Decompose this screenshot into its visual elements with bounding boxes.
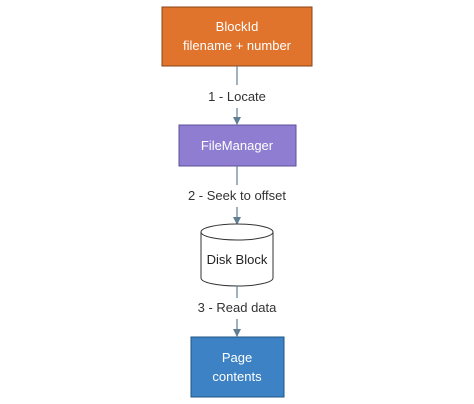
filemanager-box bbox=[178, 124, 297, 167]
diskblock-cylinder-top bbox=[200, 223, 274, 241]
edge-seek: 2 - Seek to offset bbox=[188, 166, 286, 225]
edge-read-label: 3 - Read data bbox=[198, 300, 278, 315]
diskblock-label: Disk Block bbox=[207, 252, 268, 267]
edge-locate-label: 1 - Locate bbox=[208, 89, 266, 104]
blockid-title: BlockId bbox=[216, 19, 259, 34]
blockid-subtitle: filename + number bbox=[183, 38, 292, 53]
filemanager-label: FileManager bbox=[201, 138, 274, 153]
edge-locate: 1 - Locate bbox=[208, 66, 266, 125]
edge-read: 3 - Read data bbox=[198, 286, 278, 337]
filemanager-node: FileManager bbox=[178, 124, 297, 167]
blockid-box bbox=[161, 6, 313, 67]
edge-seek-label: 2 - Seek to offset bbox=[188, 188, 286, 203]
blockid-node: BlockId filename + number bbox=[161, 6, 313, 67]
page-box bbox=[190, 336, 285, 398]
page-subtitle: contents bbox=[212, 369, 262, 384]
diskblock-node: Disk Block bbox=[200, 223, 274, 287]
diskblock-cylinder bbox=[200, 232, 274, 287]
page-node: Page contents bbox=[190, 336, 285, 398]
page-title: Page bbox=[222, 350, 252, 365]
